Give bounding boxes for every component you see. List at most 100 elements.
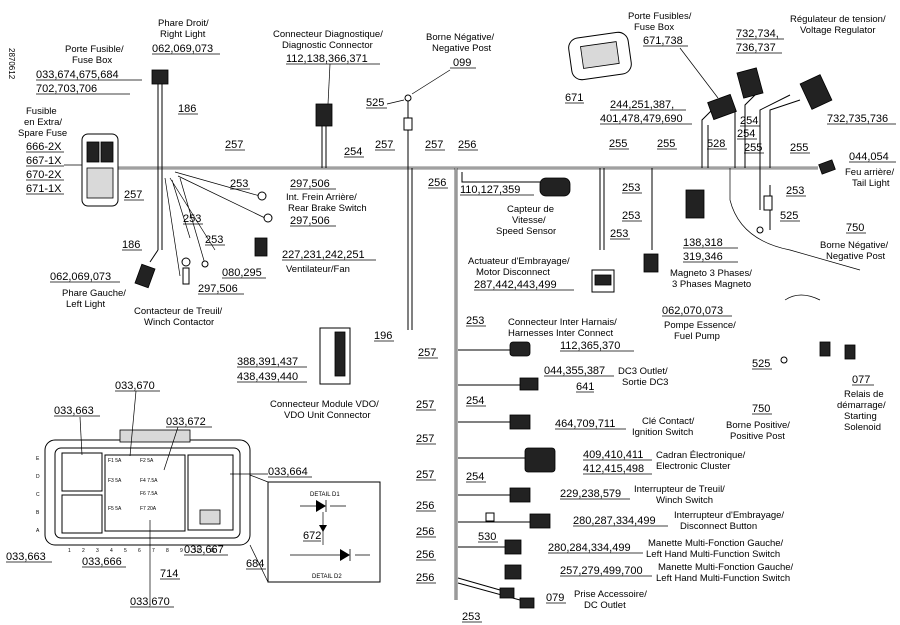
- winch-contactor-icon: [181, 257, 209, 285]
- ventilateur-ref-2: 080,295: [222, 267, 262, 279]
- magneto-label-1: Magneto 3 Phases/: [670, 268, 752, 279]
- fusible-code-3: 670-2X: [26, 169, 62, 181]
- wire-255-a: 255: [609, 138, 627, 150]
- regulateur-ref-2: 736,737: [736, 42, 776, 54]
- cle-label-1: Clé Contact/: [642, 416, 695, 427]
- wire-257-d: 257: [425, 139, 443, 151]
- grid-row-a: A: [36, 528, 40, 534]
- wire-254-c: 254: [737, 128, 755, 140]
- int-embrayage-label-1: Interrupteur d'Embrayage/: [674, 510, 784, 521]
- wire-253-j: 253: [462, 611, 480, 623]
- porte-fusible-label-2: Fuse Box: [72, 55, 112, 66]
- phare-gauche-ref: 062,069,073: [50, 271, 111, 283]
- manette2-label-1: Manette Multi-Fonction Gauche/: [658, 562, 794, 573]
- vdo-ref-1: 388,391,437: [237, 356, 298, 368]
- borne-pos-ref: 750: [752, 403, 770, 415]
- porte-fusibles-r-ref: 671,738: [643, 35, 683, 47]
- relais-label-3: Starting: [844, 411, 877, 422]
- ref-244-line2: 401,478,479,690: [600, 113, 683, 125]
- fuse-f5: F5 5A: [108, 506, 122, 512]
- wire-256-f: 256: [416, 572, 434, 584]
- fuse-f6: F6 7.5A: [140, 491, 158, 497]
- fusible-code-1: 666-2X: [26, 141, 62, 153]
- frein-ref-2: 297,506: [290, 215, 330, 227]
- starting-solenoid-icon: [780, 341, 856, 364]
- actuateur-label-2: Motor Disconnect: [476, 267, 550, 278]
- frein-ref-1: 297,506: [290, 178, 330, 190]
- wire-253-g: 253: [786, 185, 804, 197]
- treuil-contact-label-1: Contacteur de Treuil/: [134, 306, 223, 317]
- manette2-ref: 257,279,499,700: [560, 565, 643, 577]
- frein-label-2: Rear Brake Switch: [288, 203, 367, 214]
- ignition-switch-icon: [509, 414, 531, 430]
- fb-ref-672: 672: [303, 530, 321, 542]
- rear-brake-switch-icon: [257, 191, 273, 223]
- borne-neg-right-label-1: Borne Négative/: [820, 240, 888, 251]
- phare-droit-label-1: Phare Droit/: [158, 18, 209, 29]
- wire-525-relais: 525: [752, 358, 770, 370]
- magneto-ref-1: 138,318: [683, 237, 723, 249]
- porte-fusibles-r-label-2: Fuse Box: [634, 22, 674, 33]
- wire-525-top: 525: [366, 97, 384, 109]
- borne-neg-top-ref: 099: [453, 57, 471, 69]
- fb-ref-033667: 033,667: [184, 544, 224, 556]
- grid-col-8: 8: [166, 548, 169, 554]
- fuse-f4: F4 7.5A: [140, 478, 158, 484]
- wire-253-e: 253: [622, 210, 640, 222]
- dc3-outlet-icon: [519, 377, 539, 391]
- cadran-ref-1: 409,410,411: [583, 449, 643, 461]
- fb-ref-033672: 033,672: [166, 416, 206, 428]
- wire-253-h: 253: [466, 315, 484, 327]
- wire-256-c: 256: [416, 500, 434, 512]
- vdo-connector-icon: [319, 327, 351, 385]
- borne-neg-right-label-2: Negative Post: [826, 251, 886, 262]
- porte-fusible-label-1: Porte Fusible/: [65, 44, 124, 55]
- wire-253-a: 253: [230, 178, 248, 190]
- prise-label-2: DC Outlet: [584, 600, 626, 611]
- dc3-ref-2: 641: [576, 381, 594, 393]
- wire-256-a: 256: [458, 139, 476, 151]
- diag-label-2: Diagnostic Connector: [282, 40, 373, 51]
- fuse-box-r-671: 671: [565, 92, 583, 104]
- dc3-label-2: Sortie DC3: [622, 377, 668, 388]
- grid-row-b: B: [36, 510, 40, 516]
- relais-label-4: Solenoid: [844, 422, 881, 433]
- wire-196: 196: [374, 330, 392, 342]
- grid-row-d: D: [36, 474, 40, 480]
- inter-harnais-ref: 112,365,370: [560, 340, 620, 352]
- feu-arriere-label-1: Feu arrière/: [845, 167, 894, 178]
- fb-ref-033663-b: 033,663: [6, 551, 46, 563]
- relais-ref: 077: [852, 374, 870, 386]
- inter-harnais-label-1: Connecteur Inter Harnais/: [508, 317, 617, 328]
- wire-530: 530: [478, 531, 496, 543]
- int-treuil-ref: 229,238,579: [560, 488, 621, 500]
- grid-col-11: 11: [210, 548, 215, 554]
- wire-257-g: 257: [416, 433, 434, 445]
- frein-label-1: Int. Frein Arrière/: [286, 192, 357, 203]
- detail-d2-label: DETAIL D2: [312, 574, 342, 580]
- fusible-code-4: 671-1X: [26, 183, 62, 195]
- fusible-label-1: Fusible: [26, 106, 57, 117]
- int-embrayage-ref: 280,287,334,499: [573, 515, 656, 527]
- wire-257-c: 257: [375, 139, 393, 151]
- ventilateur-label: Ventilateur/Fan: [286, 264, 350, 275]
- motor-disconnect-icon: [591, 269, 615, 293]
- relais-label-2: démarrage/: [837, 400, 886, 411]
- grid-col-5: 5: [124, 548, 127, 554]
- grid-col-4: 4: [110, 548, 113, 554]
- multi-function-switch-2-icon: [504, 564, 522, 580]
- grid-row-c: C: [36, 492, 40, 498]
- fan-connector-icon: [254, 237, 268, 257]
- wire-255-b: 255: [657, 138, 675, 150]
- wire-257-f: 257: [416, 399, 434, 411]
- borne-neg-top-label-2: Negative Post: [432, 43, 492, 54]
- wire-257-a: 257: [225, 139, 243, 151]
- phare-gauche-label-2: Left Light: [66, 299, 105, 310]
- dc-outlet-icon: [499, 587, 535, 609]
- cadran-label-1: Cadran Électronique/: [656, 450, 746, 461]
- phare-gauche-label-1: Phare Gauche/: [62, 288, 126, 299]
- porte-fusibles-r-label-1: Porte Fusibles/: [628, 11, 692, 22]
- regulateur-label-1: Régulateur de tension/: [790, 14, 886, 25]
- wire-253-f: 253: [610, 228, 628, 240]
